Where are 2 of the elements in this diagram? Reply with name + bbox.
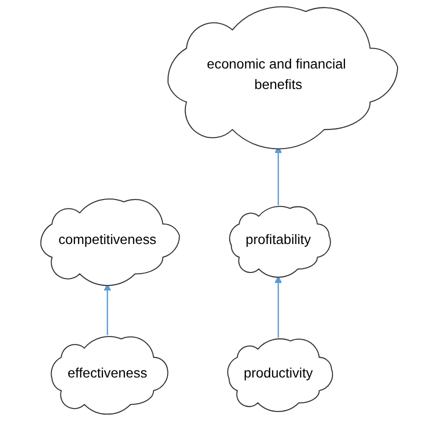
arrow: [274, 276, 282, 338]
arrow: [104, 284, 112, 336]
